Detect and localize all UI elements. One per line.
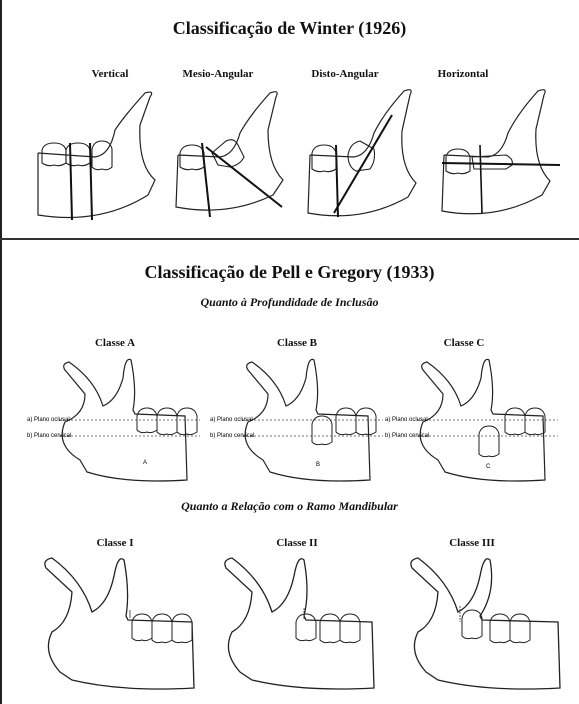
occlusal-plane-label: a) Plano oclusal (385, 417, 428, 423)
impacted-tooth (472, 155, 512, 169)
class-i-diagram (32, 552, 202, 697)
class-i-label: Classe I (55, 537, 175, 549)
axis-line (442, 163, 560, 165)
class-b-diagram: a) Plano oclusal b) Plano cervical B (208, 350, 388, 485)
winter-title: Classificação de Winter (1926) (0, 18, 579, 39)
winter-mesio-angular-diagram (168, 85, 298, 230)
impacted-tooth (132, 614, 152, 641)
impacted-tooth (296, 614, 316, 641)
axis-line (70, 143, 72, 220)
molar-tooth (340, 614, 360, 643)
class-c-label: Classe C (404, 337, 524, 349)
axis-line (480, 145, 482, 213)
molar-tooth (172, 614, 192, 643)
ramus-subtitle: Quanto a Relação com o Ramo Mandibular (0, 499, 579, 514)
occlusal-plane-label: a) Plano oclusal (210, 417, 253, 423)
winter-label-vertical: Vertical (50, 68, 170, 80)
cervical-plane-label: b) Plano cervical (385, 433, 429, 439)
molar-tooth (490, 614, 510, 643)
impacted-tooth (479, 426, 499, 457)
class-a-label: Classe A (55, 337, 175, 349)
class-iii-label: Classe III (412, 537, 532, 549)
tooth-letter-b: B (316, 462, 320, 468)
mandible-outline (225, 558, 374, 689)
class-a-diagram: a) Plano oclusal b) Plano cervical A (25, 350, 205, 485)
molar-tooth (320, 614, 340, 643)
mandible-outline (442, 90, 550, 214)
class-c-diagram: a) Plano oclusal b) Plano cervical C (383, 350, 563, 485)
molar-tooth (336, 408, 356, 435)
axis-line (202, 143, 210, 217)
class-b-label: Classe B (237, 337, 357, 349)
molar-tooth (177, 408, 197, 435)
winter-vertical-diagram (30, 85, 170, 230)
molar-tooth (152, 614, 172, 643)
molar-tooth (510, 614, 530, 643)
mandible-outline (411, 558, 560, 689)
molar-tooth (180, 145, 204, 170)
impacted-tooth (462, 610, 482, 639)
impacted-tooth (92, 141, 112, 170)
winter-disto-angular-diagram (300, 85, 430, 230)
axis-line (334, 115, 392, 213)
class-iii-diagram (398, 552, 568, 697)
winter-section: Classificação de Winter (1926) Vertical … (0, 0, 579, 238)
mandible-outline (38, 92, 155, 217)
cervical-plane-label: b) Plano cervical (210, 433, 254, 439)
winter-label-disto-angular: Disto-Angular (285, 68, 405, 80)
molar-tooth (157, 408, 177, 435)
molar-tooth (312, 145, 336, 172)
mandible-outline (176, 92, 283, 210)
pell-gregory-title: Classificação de Pell e Gregory (1933) (0, 262, 579, 283)
molar-tooth (525, 408, 545, 435)
winter-horizontal-diagram (432, 85, 567, 230)
tooth-letter-a: A (143, 460, 147, 466)
cervical-plane-label: b) Plano cervical (27, 433, 71, 439)
molar-tooth (356, 408, 376, 435)
pell-gregory-section: Classificação de Pell e Gregory (1933) Q… (0, 240, 579, 704)
molar-tooth (505, 408, 525, 435)
class-ii-label: Classe II (237, 537, 357, 549)
molar-tooth (446, 149, 470, 174)
depth-subtitle: Quanto à Profundidade de Inclusão (0, 295, 579, 310)
class-ii-diagram (212, 552, 382, 697)
winter-label-horizontal: Horizontal (403, 68, 523, 80)
winter-label-mesio-angular: Mesio-Angular (158, 68, 278, 80)
mandible-outline (308, 90, 416, 216)
tooth-letter-c: C (486, 464, 491, 470)
occlusal-plane-label: a) Plano oclusal (27, 417, 70, 423)
